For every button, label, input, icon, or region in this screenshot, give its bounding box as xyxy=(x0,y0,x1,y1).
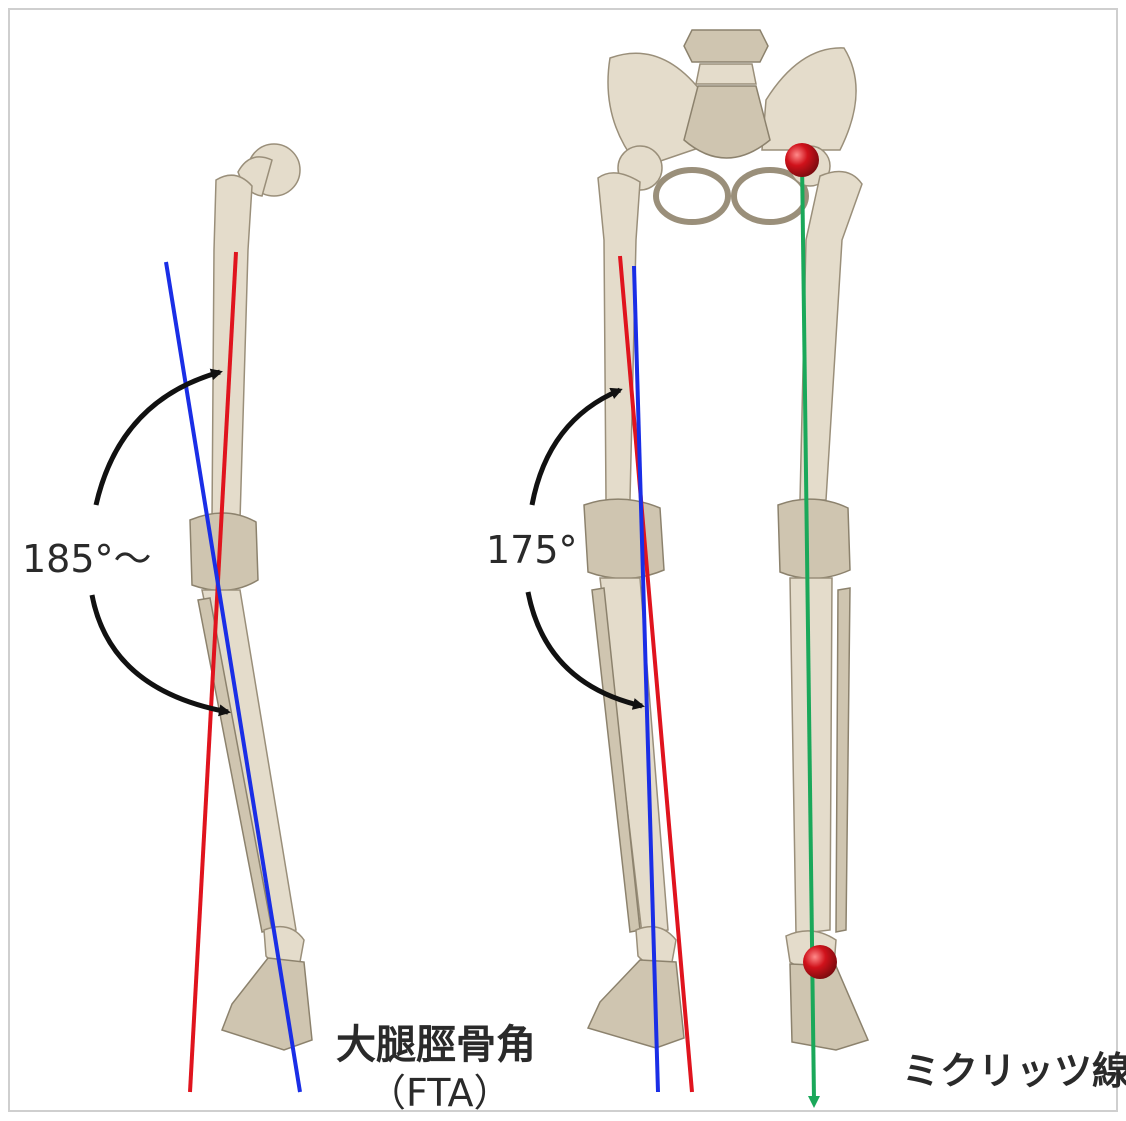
mikulicz-line-caption: ミクリッツ線 xyxy=(902,1040,1126,1095)
fta-caption-abbreviation: （FTA） xyxy=(368,1062,511,1117)
left-leg-skeleton xyxy=(190,144,312,1050)
sacrum-top xyxy=(696,64,756,84)
left-foot xyxy=(222,958,312,1050)
pelvis-and-legs-skeleton xyxy=(584,30,868,1050)
hip-center-landmark xyxy=(785,143,819,177)
right-foot xyxy=(588,960,684,1048)
left-iliac-wing xyxy=(762,48,856,150)
left-knee xyxy=(190,513,258,590)
left-femur-right-figure xyxy=(800,172,862,501)
right-knee xyxy=(584,499,664,578)
mikulicz-arrow-tip xyxy=(808,1096,820,1108)
right-angle-label: 175° xyxy=(486,528,578,572)
left-fibula-right-figure xyxy=(836,588,850,932)
sacrum xyxy=(684,86,770,158)
left-knee-right-figure xyxy=(778,499,850,578)
left-foot-right-figure xyxy=(790,964,868,1050)
right-femur xyxy=(598,173,640,500)
right-obturator-ring xyxy=(656,170,728,222)
ankle-center-landmark xyxy=(803,945,837,979)
left-angle-label: 185°～ xyxy=(22,528,152,583)
lumbar-vertebra xyxy=(684,30,768,62)
